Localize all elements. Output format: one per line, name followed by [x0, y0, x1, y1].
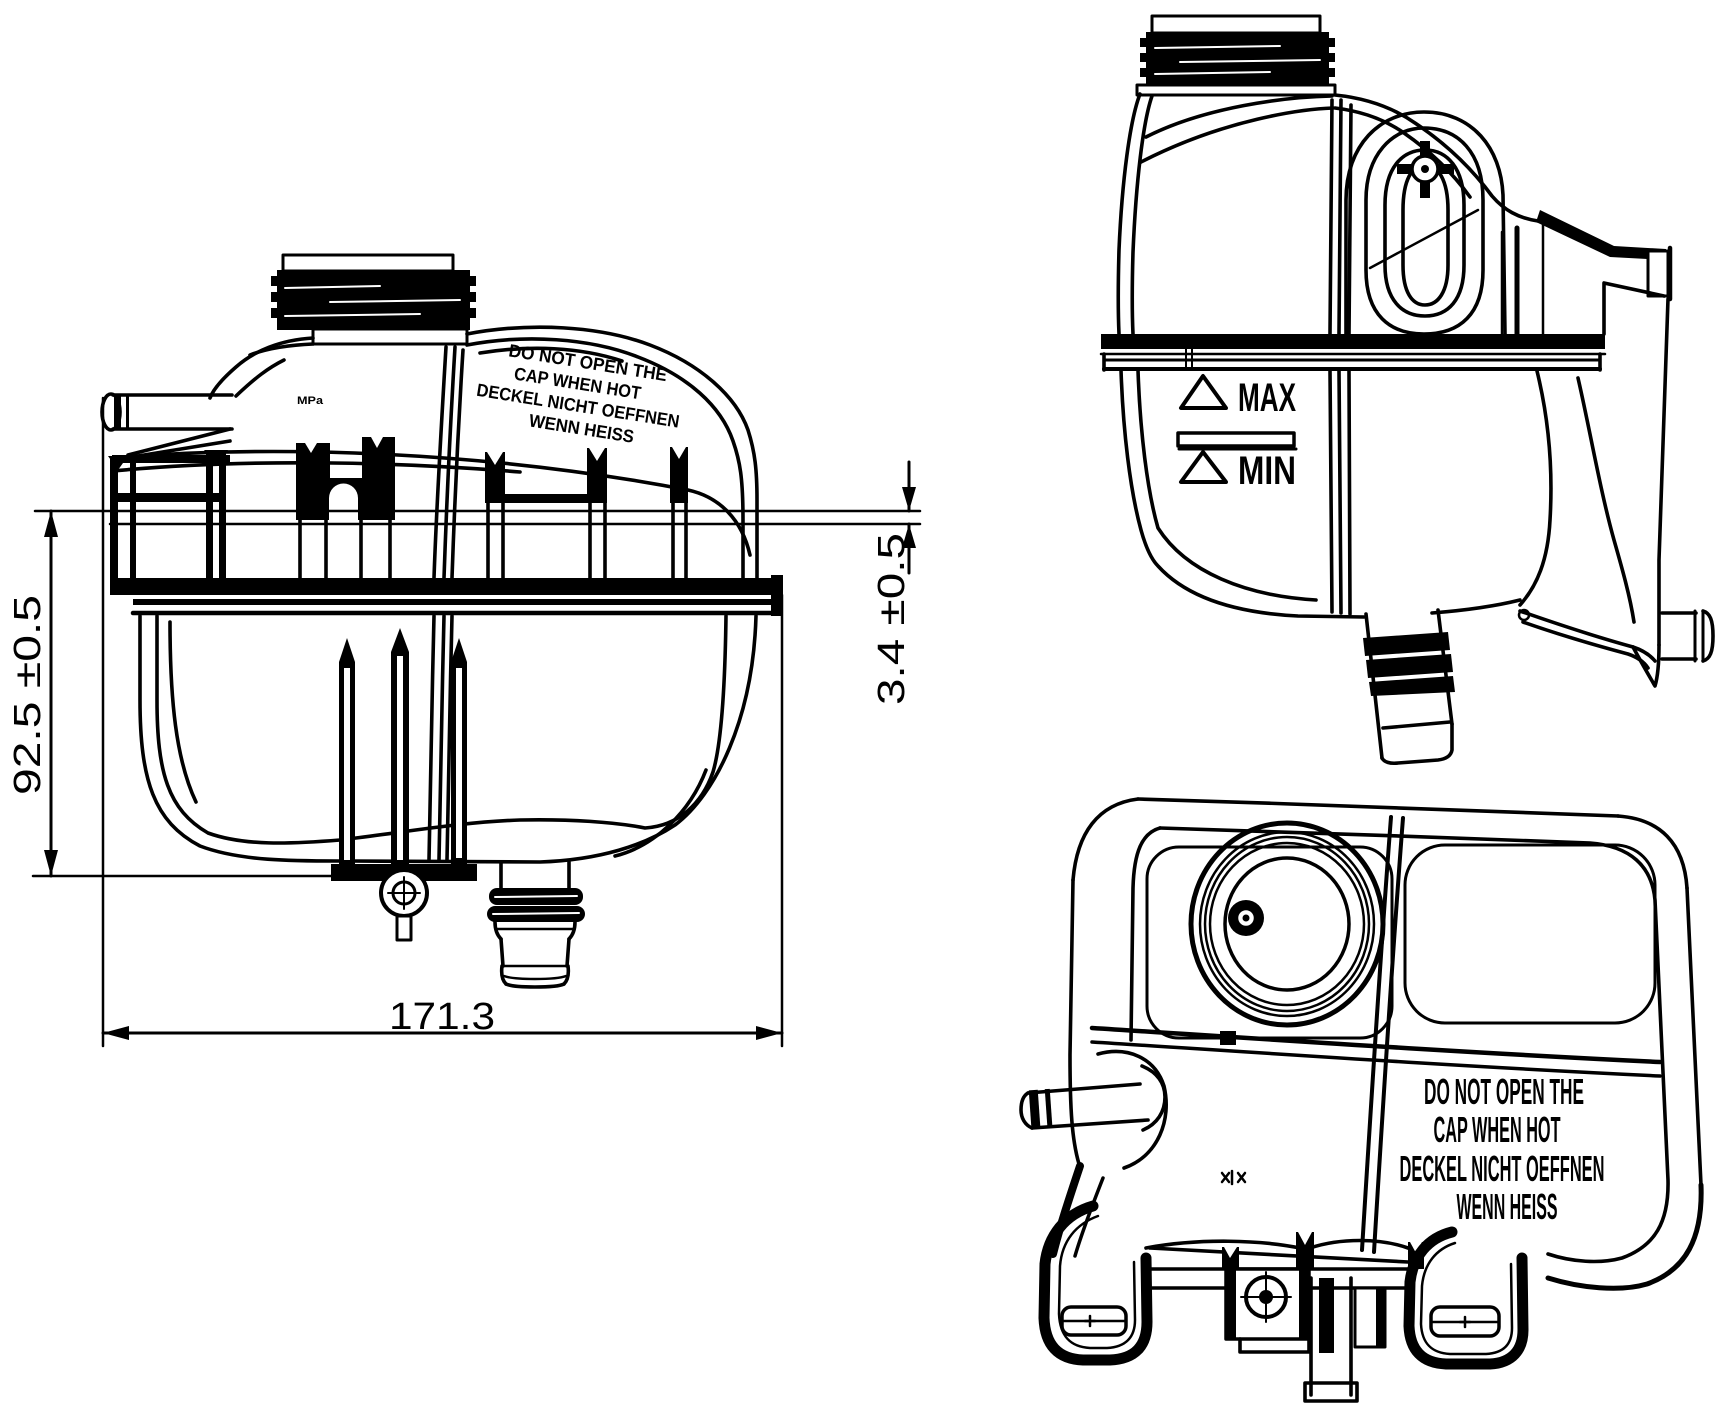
svg-text:CAP WHEN HOT: CAP WHEN HOT [1434, 1109, 1561, 1150]
svg-text:171.3: 171.3 [389, 996, 495, 1038]
svg-text:MIN: MIN [1238, 449, 1296, 493]
svg-text:92.5 ±0.5: 92.5 ±0.5 [7, 595, 49, 795]
svg-text:3.4 ±0.5: 3.4 ±0.5 [871, 533, 913, 705]
svg-text:MPa: MPa [297, 395, 324, 407]
svg-text:DO NOT OPEN THE: DO NOT OPEN THE [1424, 1071, 1584, 1112]
svg-text:DECKEL NICHT OEFFNEN: DECKEL NICHT OEFFNEN [1400, 1148, 1605, 1189]
svg-text:MAX: MAX [1238, 376, 1296, 420]
svg-text:WENN HEISS: WENN HEISS [1457, 1186, 1558, 1227]
